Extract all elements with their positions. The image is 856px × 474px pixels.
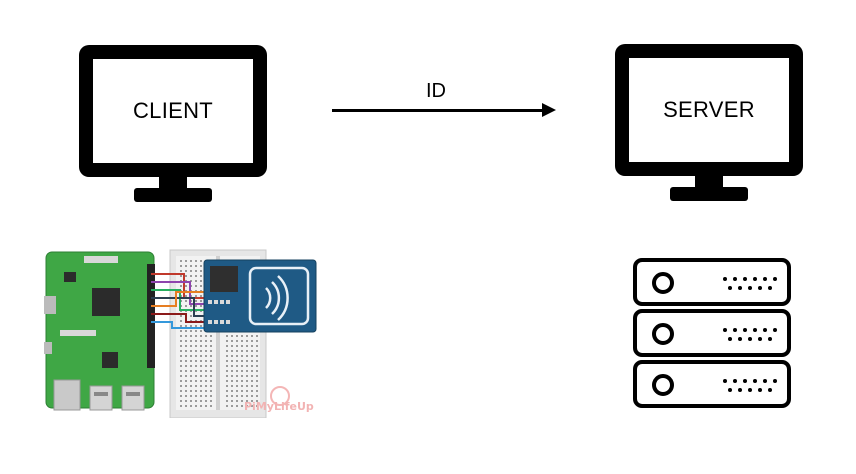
client-screen: CLIENT bbox=[79, 45, 267, 177]
server-screen: SERVER bbox=[615, 44, 803, 176]
arrow-label: ID bbox=[426, 80, 446, 102]
client-monitor-neck bbox=[159, 176, 187, 190]
server-unit bbox=[633, 258, 791, 306]
client-monitor-base bbox=[134, 188, 212, 202]
server-label: SERVER bbox=[663, 97, 755, 122]
watermark-text: PiMyLifeUp bbox=[244, 400, 314, 413]
server-monitor-base bbox=[670, 187, 748, 201]
server-vents-icon bbox=[723, 328, 777, 341]
server-unit-indicator bbox=[652, 323, 674, 345]
server-vents-icon bbox=[723, 277, 777, 290]
server-monitor-neck bbox=[695, 175, 723, 189]
arrow-head-icon bbox=[542, 103, 556, 117]
server-unit bbox=[633, 309, 791, 357]
server-unit-indicator bbox=[652, 374, 674, 396]
server-vents-icon bbox=[723, 379, 777, 392]
raspberry-pi-rfid-icon bbox=[42, 249, 317, 419]
server-unit bbox=[633, 360, 791, 408]
client-label: CLIENT bbox=[132, 98, 214, 123]
server-unit-indicator bbox=[652, 272, 674, 294]
arrow-line bbox=[332, 109, 544, 112]
raspberry-pi-rfid-illustration bbox=[42, 244, 320, 419]
